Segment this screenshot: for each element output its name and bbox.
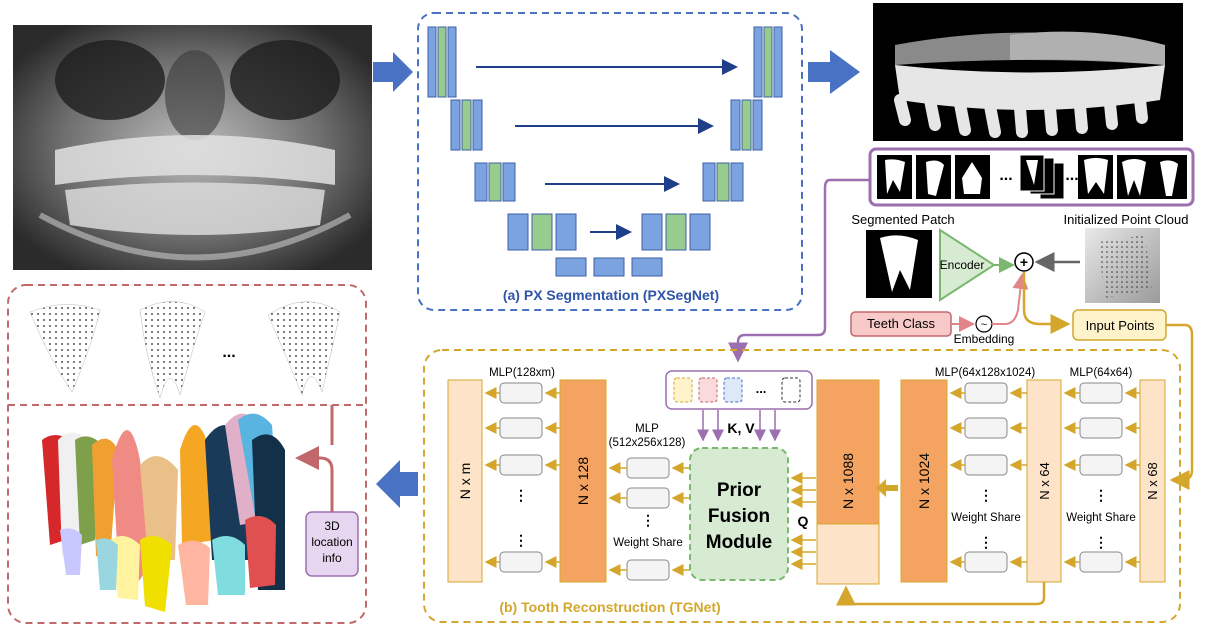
arrow-add-to-input-points: [1022, 272, 1071, 334]
patches-ellipsis-right: ...: [1065, 167, 1078, 184]
mlp-512-vdots: ⋮: [641, 512, 655, 528]
block-n128: [559, 379, 607, 583]
mlp-64-128-1024-vdots-2: ⋮: [979, 534, 993, 550]
block-n1088-local: [816, 523, 880, 585]
arrow-xray-to-segnet: [373, 52, 413, 92]
segmentation-caption: (a) PX Segmentation (PXSegNet): [503, 287, 719, 303]
prior-token-1: [673, 377, 693, 403]
block-n1088-global: [816, 379, 880, 525]
location-info-line1: 3D: [324, 519, 340, 533]
segmented-patch-label: Segmented Patch: [851, 212, 954, 227]
mlp-64-64-weight-share: Weight Share: [1066, 512, 1135, 524]
mlp-64-128-1024-vdots: ⋮: [979, 487, 993, 503]
block-n68: [1139, 379, 1166, 583]
block-n1024: [900, 379, 948, 583]
embedding-operator-symbol: ~: [981, 319, 987, 331]
prior-token-3: [723, 377, 743, 403]
prior-token-2: [698, 377, 718, 403]
mlp-128xm-vdots: ⋮: [514, 487, 528, 503]
teeth-class-label: Teeth Class: [867, 316, 935, 331]
segmented-patch-image: [866, 230, 932, 298]
unet-diagram: [427, 26, 783, 277]
segmentation-panel: [417, 12, 803, 311]
mlp-64-64-column: [1079, 382, 1123, 573]
initialized-point-cloud-image: [1085, 228, 1160, 303]
arrow-location-to-model: [295, 446, 334, 512]
q-label: Q: [798, 513, 809, 529]
add-operator-symbol: +: [1020, 254, 1028, 270]
tooth-patch-thumbnails: [877, 154, 1187, 200]
segmentation-mask-image: [873, 3, 1183, 141]
mlp-128xm-vdots-2: ⋮: [514, 532, 528, 548]
tgnet-caption: (b) Tooth Reconstruction (TGNet): [499, 599, 720, 615]
arrows-prior-to-mlp: [608, 462, 690, 576]
arrow-embedding-to-add: [992, 273, 1029, 325]
arrow-input-to-n68: [1166, 323, 1194, 490]
mlp-512-weight-share: Weight Share: [613, 537, 682, 549]
arrow-patches-to-prior: [728, 178, 870, 363]
encoder-label: Encoder: [940, 258, 985, 272]
kv-arrows: [697, 410, 781, 442]
output-ellipsis: ...: [222, 344, 235, 361]
arrows-n68-to-mlp: [1063, 387, 1140, 568]
arrow-tgnet-to-output: [376, 460, 418, 508]
panoramic-xray-image: [13, 25, 372, 270]
add-operator: [1014, 252, 1034, 272]
output-panel: [7, 284, 367, 624]
arrow-n1024-to-n1088: [876, 479, 898, 497]
mlp-512-label-line2: (512x256x128): [609, 437, 686, 449]
encoder-block: [939, 228, 996, 302]
mlp-64-128-1024-column: [964, 382, 1008, 573]
prior-token-last: [781, 377, 801, 403]
location-info-line2: location: [311, 535, 352, 549]
input-points-label: Input Points: [1086, 318, 1155, 333]
mlp-512-label-line1: MLP: [635, 423, 659, 435]
mlp-128xm-label: MLP(128xm): [489, 367, 555, 379]
q-arrows: [790, 472, 816, 570]
prior-fusion-line1: Prior: [717, 480, 762, 501]
location-info-line3: info: [322, 551, 342, 565]
point-cloud-teeth-row: [29, 301, 341, 399]
block-n128-label: N x 128: [575, 457, 591, 505]
mlp-64-128-1024-label: MLP(64x128x1024): [935, 367, 1036, 379]
embedding-label: Embedding: [954, 332, 1015, 346]
mlp-64-128-1024-weight-share: Weight Share: [951, 512, 1020, 524]
prior-fusion-module: [689, 447, 789, 581]
prior-tokens-ellipsis: ...: [756, 381, 767, 396]
prior-fusion-line2: Fusion: [708, 506, 770, 527]
arrow-n64-skip-to-n1088: [836, 582, 1046, 606]
mlp-64-64-vdots-2: ⋮: [1094, 534, 1108, 550]
arrows-n64-to-mlp: [949, 387, 1027, 568]
block-n1024-label: N x 1024: [916, 453, 932, 509]
arrows-n128-to-mlp: [484, 387, 560, 568]
initialized-point-cloud-label: Initialized Point Cloud: [1063, 212, 1188, 227]
prior-fusion-line3: Module: [706, 532, 773, 553]
mlp-64-64-label: MLP(64x64): [1070, 367, 1133, 379]
colored-dentition-model: [42, 413, 285, 612]
block-n68-label: N x 68: [1145, 462, 1160, 500]
arrow-segnet-to-mask: [808, 50, 860, 94]
tgnet-panel: [423, 349, 1181, 623]
block-nm-label: N x m: [457, 463, 473, 500]
mlp-512-256-128-column: [626, 457, 670, 581]
block-n64-label: N x 64: [1037, 462, 1052, 500]
block-n1088-label: N x 1088: [840, 453, 856, 509]
kv-label: K, V: [727, 420, 755, 436]
block-nm: [447, 379, 483, 583]
patches-ellipsis-left: ...: [999, 167, 1012, 184]
mlp-64-64-vdots: ⋮: [1094, 487, 1108, 503]
